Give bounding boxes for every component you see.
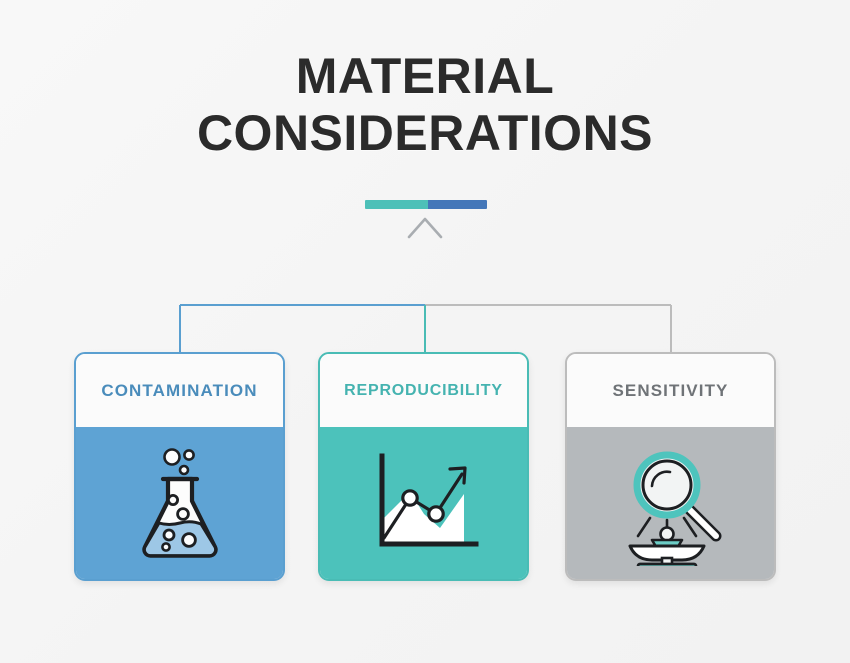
flask-icon	[132, 443, 228, 563]
up-arrow-icon	[407, 217, 443, 239]
title-line-2: CONSIDERATIONS	[196, 105, 654, 161]
card-body-sensitivity	[567, 427, 774, 579]
title-accent-bar	[365, 200, 487, 209]
card-sensitivity[interactable]: SENSITIVITY	[565, 352, 776, 581]
card-header-sensitivity: SENSITIVITY	[567, 354, 774, 427]
card-header-contamination: CONTAMINATION	[76, 354, 283, 427]
card-body-reproducibility	[320, 427, 527, 579]
card-header-reproducibility: REPRODUCIBILITY	[320, 354, 527, 427]
card-label-sensitivity: SENSITIVITY	[612, 380, 729, 400]
card-reproducibility[interactable]: REPRODUCIBILITY	[318, 352, 529, 581]
card-label-contamination: CONTAMINATION	[101, 380, 258, 400]
title-line-1: MATERIAL	[295, 48, 555, 104]
accent-bar-left-segment	[365, 200, 429, 209]
card-label-reproducibility: REPRODUCIBILITY	[344, 381, 503, 399]
accent-bar-right-segment	[428, 200, 487, 209]
growth-chart-icon	[366, 448, 482, 558]
magnifier-scale-icon	[612, 440, 730, 575]
card-body-contamination	[76, 427, 283, 579]
page-title: MATERIAL CONSIDERATIONS	[0, 48, 850, 162]
card-contamination[interactable]: CONTAMINATION	[74, 352, 285, 581]
